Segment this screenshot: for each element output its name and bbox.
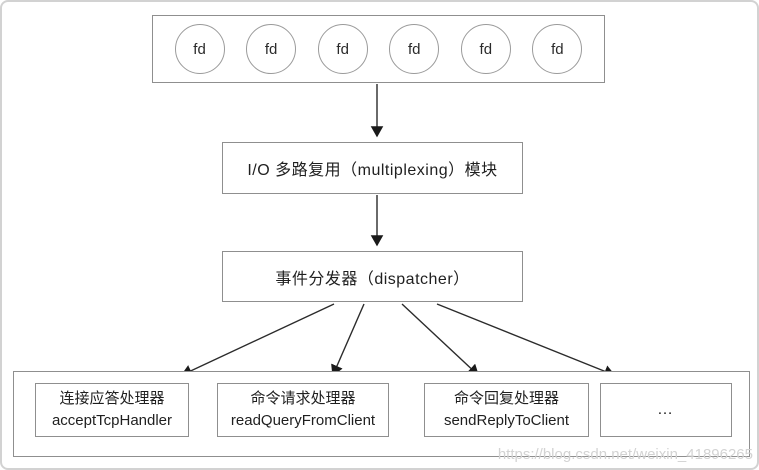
fd-container-box: fd fd fd fd fd fd [152, 15, 605, 83]
watermark-url: https://blog.csdn.net/weixin_41896265 [497, 446, 753, 463]
handler-read-query: 命令请求处理器 readQueryFromClient [217, 383, 389, 437]
handler-subtitle: sendReplyToClient [443, 412, 570, 429]
handler-title: 连接应答处理器 [59, 390, 165, 408]
handler-accept-tcp: 连接应答处理器 acceptTcpHandler [35, 383, 189, 437]
fd-circle: fd [246, 24, 297, 74]
arrow-dispatcher-to-handler-4 [436, 303, 616, 378]
multiplexing-module-box: I/O 多路复用（multiplexing）模块 [222, 142, 523, 194]
handler-title: … [657, 401, 675, 419]
handler-subtitle: readQueryFromClient [230, 412, 376, 429]
arrow-dispatcher-to-handler-1 [180, 303, 335, 377]
handler-send-reply: 命令回复处理器 sendReplyToClient [424, 383, 589, 437]
dispatcher-label: 事件分发器（dispatcher） [275, 270, 470, 288]
handler-ellipsis: … [600, 383, 732, 437]
dispatcher-box: 事件分发器（dispatcher） [222, 251, 523, 302]
fd-circle: fd [389, 24, 440, 74]
handler-title: 命令请求处理器 [250, 390, 356, 408]
fd-circle: fd [174, 24, 225, 74]
handler-title: 命令回复处理器 [453, 390, 559, 408]
handler-subtitle: acceptTcpHandler [51, 412, 173, 429]
arrow-dispatcher-to-handler-3 [401, 303, 480, 376]
multiplexing-module-label: I/O 多路复用（multiplexing）模块 [247, 162, 498, 179]
fd-circle: fd [460, 24, 511, 74]
fd-circle: fd [317, 24, 368, 74]
fd-circle: fd [532, 24, 583, 74]
arrow-dispatcher-to-handler-2 [331, 303, 365, 377]
